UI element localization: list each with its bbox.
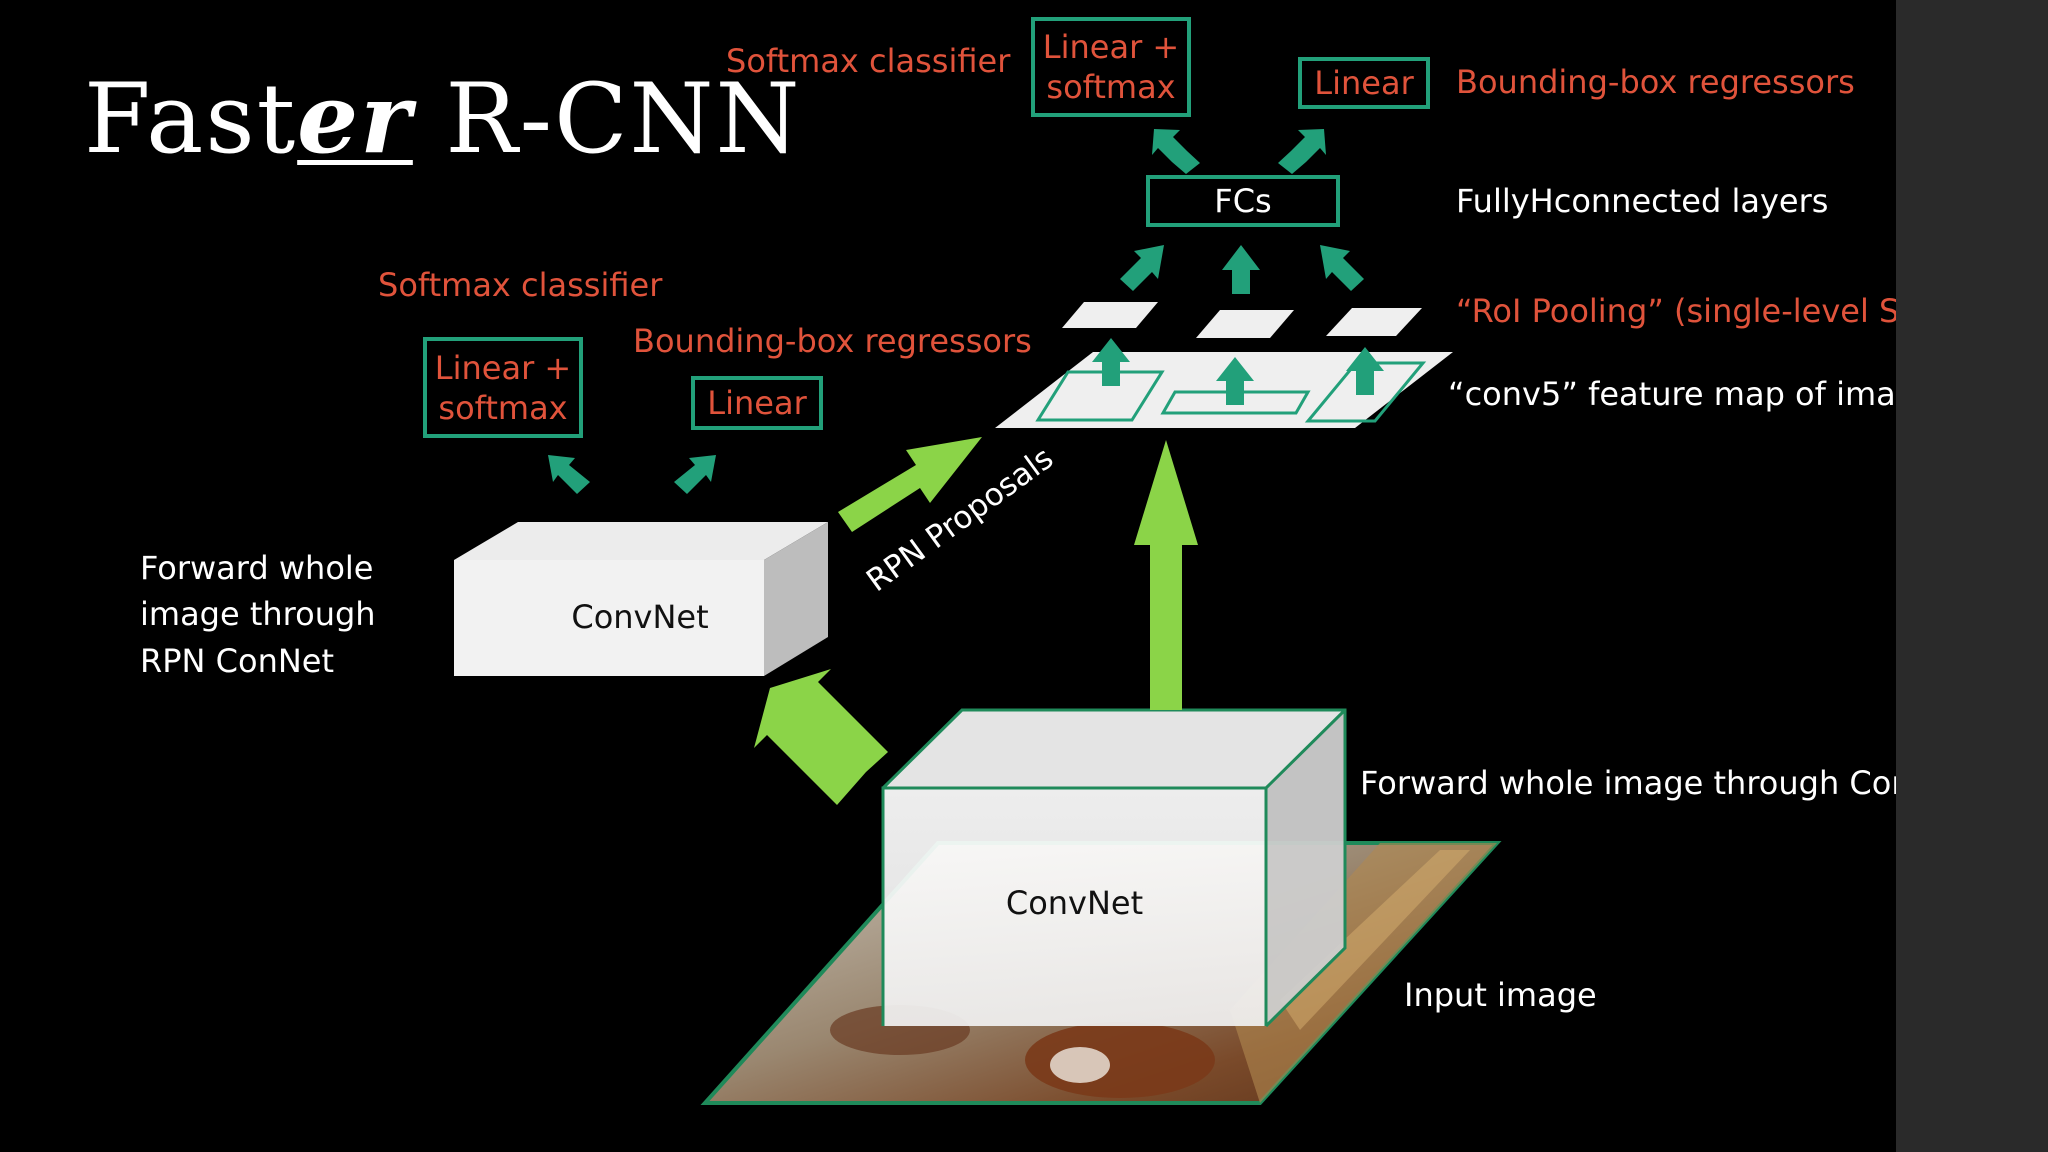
head-bbox-regressors-label: Bounding-box regressors	[1456, 63, 1855, 101]
feature-map-label: “conv5” feature map of image	[1448, 375, 1896, 413]
rpn-softmax-classifier-label: Softmax classifier	[378, 266, 663, 304]
main-convnet-label: ConvNet	[1005, 884, 1144, 922]
head-linear-softmax-line1: Linear +	[1042, 28, 1180, 66]
arrow-icon	[754, 437, 1198, 805]
rpn-linear-softmax-line2: softmax	[438, 388, 568, 427]
rpn-forward-line3: RPN ConNet	[140, 641, 335, 680]
fc-layers-label: FullyHconnected layers	[1456, 182, 1829, 220]
input-image-label: Input image	[1404, 976, 1597, 1014]
rpn-linear-softmax-line1: Linear +	[434, 348, 572, 387]
diagram-canvas	[454, 129, 1502, 1105]
page-title: Faster R-CNN	[84, 62, 802, 175]
head-linear-label: Linear	[1314, 64, 1414, 102]
rpn-forward-line1: Forward whole	[140, 549, 374, 587]
main-convnet-box	[881, 708, 1347, 1028]
head-softmax-classifier-label: Softmax classifier	[726, 42, 1011, 80]
rpn-convnet-box	[454, 522, 828, 676]
title-emphasis: er	[297, 62, 413, 175]
title-prefix: Fast	[84, 63, 298, 175]
head-arrows	[1092, 129, 1384, 405]
rpn-output-arrows	[548, 455, 716, 494]
fcs-label: FCs	[1214, 182, 1272, 220]
title-suffix: R-CNN	[412, 63, 802, 175]
rpn-linear-label: Linear	[707, 384, 807, 422]
head-linear-box: Linear	[1298, 57, 1430, 109]
rpn-linear-box: Linear	[691, 376, 823, 430]
rpn-forward-line2: image through	[140, 595, 376, 634]
rpn-convnet-label: ConvNet	[571, 598, 709, 636]
head-linear-softmax-box: Linear +softmax	[1031, 17, 1191, 117]
side-panel	[1896, 0, 2048, 1152]
fcs-box: FCs	[1146, 175, 1340, 227]
slide: Faster R-CNN Softmax classifier Bounding…	[84, 17, 1896, 1105]
rpn-forward-text: Forward whole image through RPN ConNet	[140, 545, 376, 684]
head-linear-softmax-line2: softmax	[1046, 68, 1176, 106]
rpn-bbox-regressors-label: Bounding-box regressors	[633, 322, 1032, 360]
rpn-linear-softmax-box: Linear +softmax	[423, 337, 583, 438]
roi-pooled-features	[1062, 302, 1422, 338]
feature-map-parallelogram	[995, 352, 1453, 428]
roi-pooling-label: “RoI Pooling” (single-level SPP) layer	[1456, 292, 1896, 330]
main-forward-text: Forward whole image through ConvNet	[1360, 764, 1896, 802]
